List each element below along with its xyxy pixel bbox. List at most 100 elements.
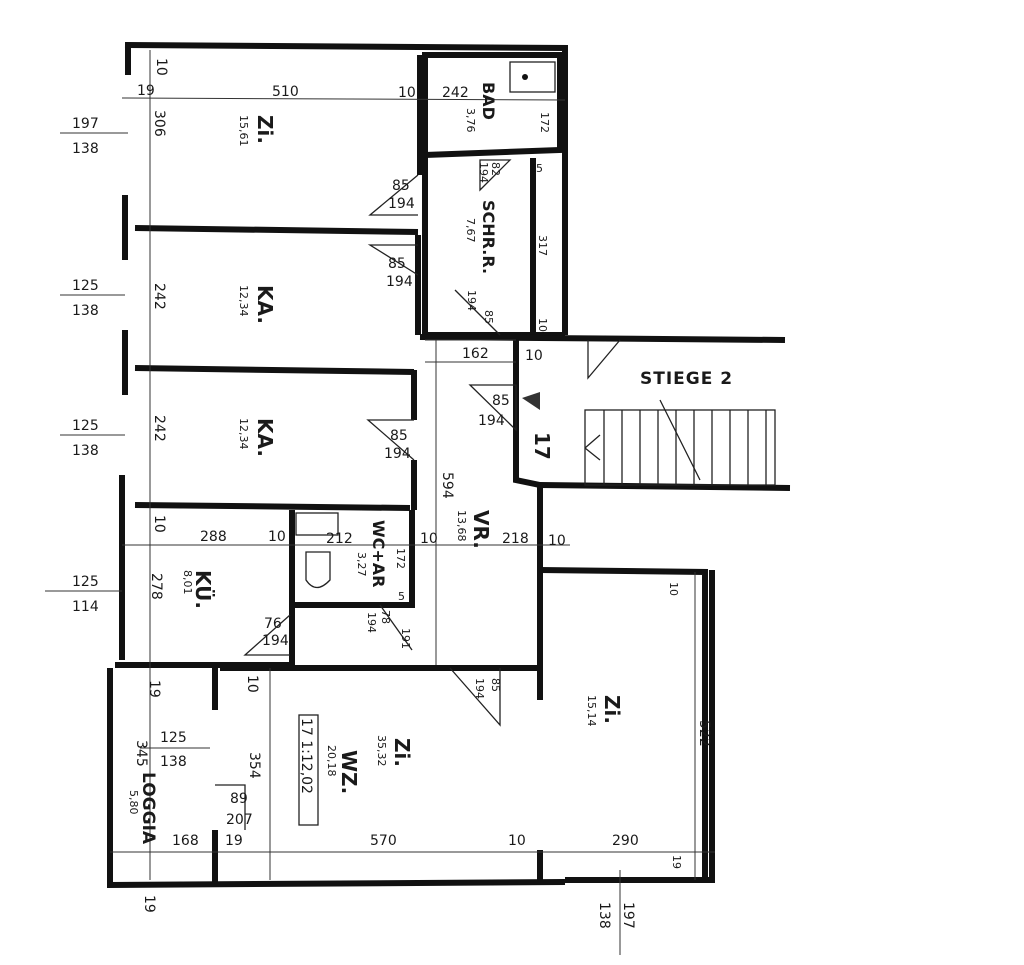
room-area: 13,68	[455, 510, 468, 542]
dimension-label: 290	[612, 833, 639, 849]
dimension-label: 10	[244, 675, 260, 693]
dimension-label: 85	[388, 256, 406, 272]
window-height: 197	[72, 116, 99, 132]
window-labels: 197 138 125 138 125 138 125 114 125 138 …	[72, 116, 636, 929]
dimension-label: 278	[148, 573, 164, 600]
dimension-label: 191	[399, 628, 412, 649]
dimension-label: 510	[272, 84, 299, 100]
dimension-label: 194	[386, 274, 413, 290]
room-area: 12,34	[237, 418, 250, 450]
fixtures	[295, 61, 556, 589]
window-sill: 138	[160, 754, 187, 770]
room-name: SCHR.R.	[479, 200, 498, 274]
room-name: Zi.	[253, 115, 277, 144]
shower-tray	[509, 61, 556, 93]
dimension-label: 172	[538, 112, 551, 133]
room-name: Zi.	[390, 738, 414, 767]
dimension-label: 19	[146, 680, 162, 698]
dimension-label: 5	[398, 590, 405, 603]
dimension-label: 345	[133, 740, 149, 767]
room-area: 15,14	[585, 695, 598, 727]
dimension-label: 172	[394, 548, 407, 569]
dimension-label: 10	[398, 85, 416, 101]
dimension-label: 242	[151, 415, 167, 442]
room-name: KA.	[253, 285, 277, 324]
dimension-label: 570	[370, 833, 397, 849]
room-name: KA.	[253, 418, 277, 457]
unit-box-text: 17 1:12,02	[298, 718, 314, 794]
room-area: 35,32	[375, 735, 388, 767]
dimension-label: 288	[200, 529, 227, 545]
dimension-label: 10	[508, 833, 526, 849]
dimension-label: 194	[477, 162, 490, 183]
walls	[107, 42, 791, 889]
dimension-label: 194	[388, 196, 415, 212]
stair-arrow-icon	[522, 392, 540, 410]
dimension-label: 19	[137, 83, 155, 99]
dimension-label: 168	[172, 833, 199, 849]
dimension-label: 85	[390, 428, 408, 444]
dimension-label: 218	[502, 531, 529, 547]
window-height: 125	[72, 278, 99, 294]
dimension-label: 10	[667, 582, 680, 596]
dimension-label: 76	[264, 616, 282, 632]
room-name: WZ.	[337, 750, 361, 794]
room-area: 3,76	[464, 108, 477, 133]
dimension-label: 85	[392, 178, 410, 194]
staircase: STIEGE 2 17	[530, 369, 776, 486]
drain-icon	[522, 74, 528, 80]
window-height: 125	[72, 418, 99, 434]
dimension-label: 212	[326, 531, 353, 547]
dimension-label: 82	[489, 162, 502, 176]
dimension-label: 207	[226, 812, 253, 828]
room-labels: Zi. 15,61 KA. 12,34 KA. 12,34 KÜ. 8,01 W…	[127, 82, 624, 845]
window-sill: 138	[72, 303, 99, 319]
dimension-label: 194	[262, 633, 289, 649]
dimension-lines	[45, 50, 715, 955]
dimension-label: 78	[379, 610, 392, 624]
dimension-label: 19	[670, 855, 683, 869]
dimension-label: 10	[536, 318, 549, 332]
window-height: 125	[72, 574, 99, 590]
dimension-labels: 10 19 510 10 242 172 5 317 10 306 242 16…	[133, 58, 712, 913]
room-area: 3,27	[355, 552, 368, 577]
dimension-label: 194	[478, 413, 505, 429]
dimension-label: 317	[536, 235, 549, 256]
room-area: 8,01	[181, 570, 194, 595]
dimension-label: 85	[482, 310, 495, 324]
dimension-label: 85	[492, 393, 510, 409]
dimension-label: 10	[420, 531, 438, 547]
toilet-icon	[305, 551, 331, 589]
dimension-label: 194	[465, 290, 478, 311]
dimension-label: 19	[225, 833, 243, 849]
door-swings	[215, 159, 621, 830]
room-name: WC+AR	[369, 520, 388, 588]
room-area: 5,80	[127, 790, 140, 815]
window-height: 125	[160, 730, 187, 746]
room-area: 7,67	[464, 218, 477, 243]
dimension-label: 10	[153, 58, 169, 76]
dimension-label: 242	[151, 283, 167, 310]
dimension-label: 5	[536, 162, 543, 175]
dimension-label: 354	[246, 752, 262, 779]
window-sill: 138	[596, 902, 612, 929]
dimension-label: 194	[365, 612, 378, 633]
dimension-label: 10	[525, 348, 543, 364]
dimension-label: 85	[489, 678, 502, 692]
room-area: 15,61	[237, 115, 250, 147]
window-sill: 138	[72, 141, 99, 157]
stair-label: STIEGE 2	[640, 369, 733, 389]
unit-number: 17	[530, 432, 554, 460]
room-name: BAD	[479, 82, 498, 120]
dimension-label: 10	[548, 533, 566, 549]
room-name: Zi.	[600, 695, 624, 724]
window-height: 197	[620, 902, 636, 929]
dimension-label: 162	[462, 346, 489, 362]
room-area: 12,34	[237, 285, 250, 317]
dimension-label: 242	[442, 85, 469, 101]
room-area: 20,18	[325, 745, 338, 777]
dimension-label: 306	[151, 110, 167, 137]
dimension-label: 594	[439, 472, 455, 499]
